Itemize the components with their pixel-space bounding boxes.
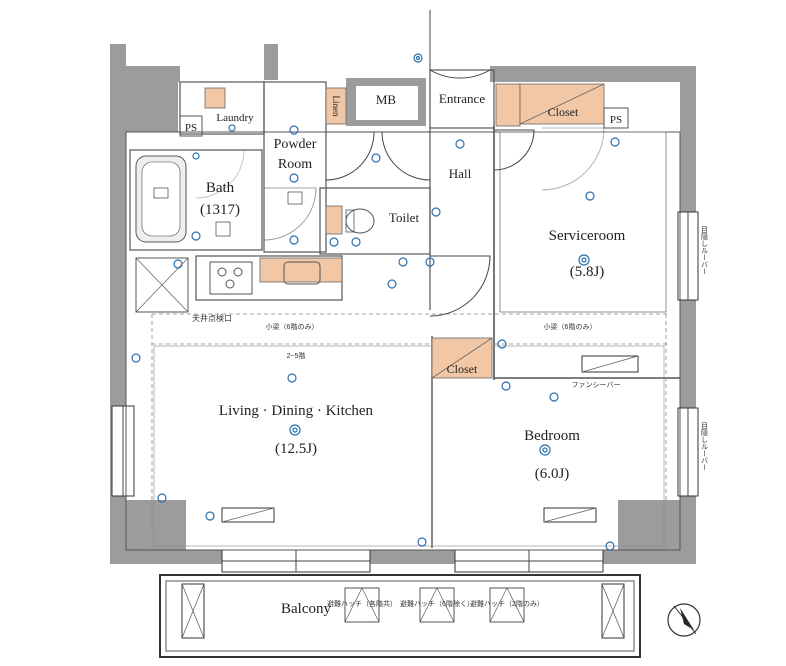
loft-right-label: 小梁（6階のみ）	[544, 322, 597, 331]
closet-top-label: Closet	[548, 105, 579, 119]
doors	[195, 10, 605, 317]
fixtures	[215, 191, 639, 523]
louver-top-label: 目隠しルーバー	[701, 226, 709, 275]
ldk-label: Living · Dining · Kitchen	[219, 403, 374, 419]
north-arrow-icon	[667, 603, 701, 637]
mb-label: MB	[376, 92, 397, 107]
hatch-1-label: 避難ハッチ（各階共）	[327, 599, 397, 608]
powder-room-label-2: Room	[278, 157, 312, 172]
bath-size: (1317)	[200, 202, 240, 218]
toilet-fixture	[345, 208, 375, 234]
serviceroom-size: (5.8J)	[570, 264, 605, 280]
balcony: Balcony 避難ハッチ（各階共） 避難ハッチ（6階除く） 避難ハッチ（2階の…	[159, 574, 641, 658]
toilet-label: Toilet	[389, 210, 420, 225]
ps-left-box	[179, 115, 203, 137]
ceiling-hatch-label: 天井点検口	[192, 313, 232, 323]
closet-mid-label: Closet	[447, 362, 478, 376]
room-labels: Laundry PS PS Powder Room Linen MB Entra…	[179, 91, 629, 482]
bath-label: Bath	[206, 180, 235, 196]
storage-blocks	[204, 83, 605, 379]
ps-left-label: PS	[185, 122, 197, 134]
stove	[209, 261, 321, 295]
bathtub	[135, 155, 187, 243]
beam-label: 2~5階	[287, 351, 306, 360]
hatch-1: 避難ハッチ（各階共）	[327, 587, 397, 623]
bedroom-label: Bedroom	[524, 428, 580, 444]
hatch-2-label: 避難ハッチ（6階除く）	[400, 599, 474, 608]
hatch-3-label: 避難ハッチ（2階のみ）	[470, 599, 544, 608]
side-windows: 目隠しルーバー 目隠しルーバー	[111, 211, 709, 497]
ps-right-box	[603, 107, 629, 129]
ldk-size: (12.5J)	[275, 441, 317, 457]
powder-room-label-1: Powder	[274, 137, 317, 152]
laundry-label: Laundry	[216, 112, 254, 124]
balcony-label: Balcony	[281, 601, 331, 617]
hatch-3: 避難ハッチ（2階のみ）	[470, 587, 544, 623]
loft-left-label: 小梁（6階のみ）	[266, 322, 319, 331]
hatch-2: 避難ハッチ（6階除く）	[400, 587, 474, 623]
linen-label: Linen	[331, 96, 341, 117]
serviceroom-label: Serviceroom	[549, 228, 626, 244]
ps-right-label: PS	[610, 114, 622, 126]
louver-bottom-label: 目隠しルーバー	[701, 422, 709, 471]
entrance-label: Entrance	[439, 91, 485, 106]
hall-label: Hall	[449, 166, 472, 181]
interior-partitions	[125, 69, 681, 551]
fan-label: ファンシーバー	[572, 381, 621, 389]
bedroom-size: (6.0J)	[535, 466, 570, 482]
electrical-symbols	[131, 53, 620, 551]
ceiling-hatch: 天井点検口	[135, 257, 232, 323]
